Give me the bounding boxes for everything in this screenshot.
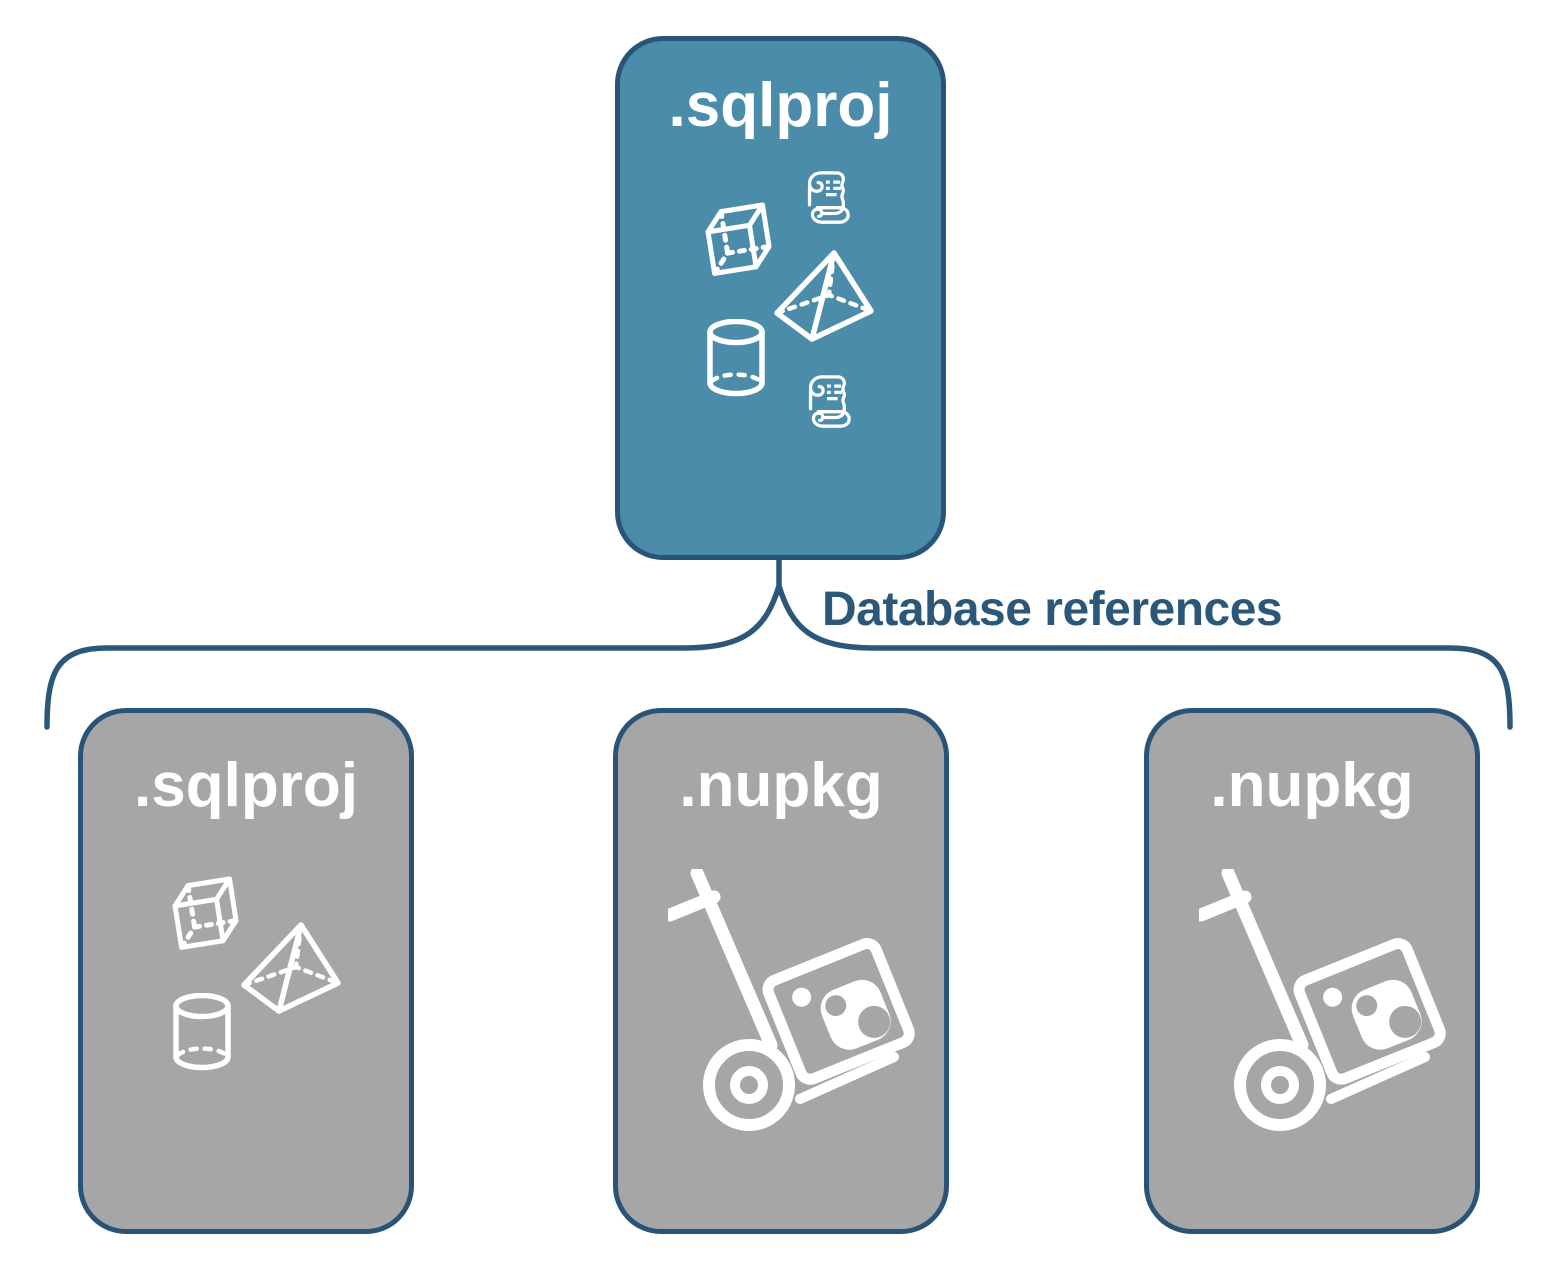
node-label: .nupkg xyxy=(1210,751,1414,820)
nuget-dolly-icon xyxy=(1199,869,1451,1131)
cylinder-icon xyxy=(169,993,235,1077)
node-nupkg-child: .nupkg xyxy=(1144,708,1480,1234)
cube-icon xyxy=(696,197,784,287)
node-nupkg-child: .nupkg xyxy=(613,708,949,1234)
cylinder-icon xyxy=(703,319,769,403)
node-label: .sqlproj xyxy=(134,751,358,820)
pyramid-icon xyxy=(241,921,341,1015)
scroll-icon xyxy=(797,373,855,433)
node-sqlproj-root: .sqlproj xyxy=(615,36,946,560)
connector-label: Database references xyxy=(822,583,1283,636)
node-label: .nupkg xyxy=(679,751,883,820)
pyramid-icon xyxy=(774,249,874,343)
node-sqlproj-child: .sqlproj xyxy=(78,708,414,1234)
cube-icon xyxy=(163,871,251,961)
scroll-icon xyxy=(796,169,854,229)
node-label: .sqlproj xyxy=(668,71,893,140)
nuget-dolly-icon xyxy=(668,869,920,1131)
